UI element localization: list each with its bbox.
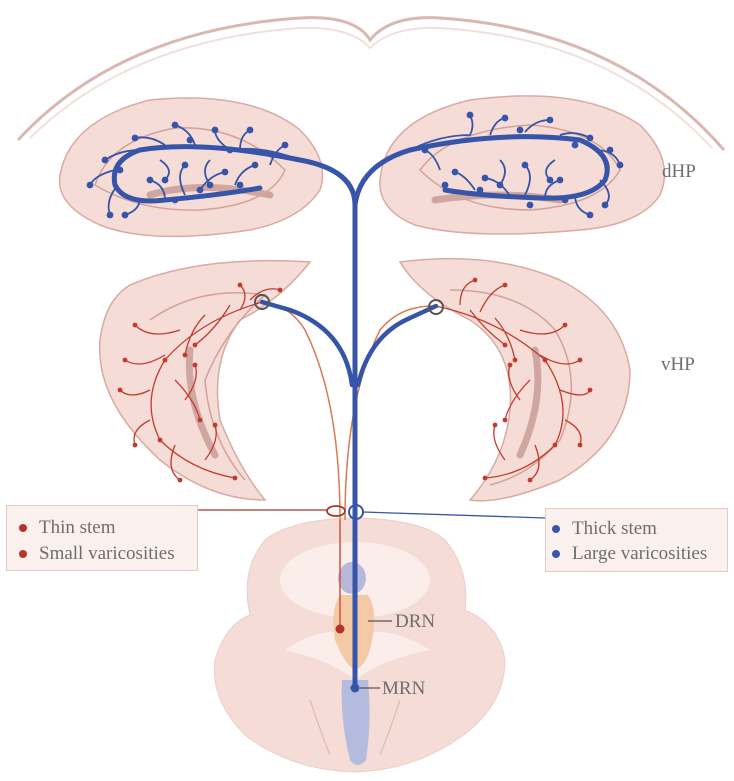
brain-outline: [16, 16, 726, 151]
legend-thin-stem: Thin stem Small varicosities: [6, 505, 198, 571]
vhp-left-red-arbor: [119, 284, 281, 481]
brainstem-section: [213, 517, 506, 773]
legend-small-varicosities-label: Small varicosities: [39, 543, 175, 564]
legend-large-varicosities-row: Large varicosities: [552, 543, 707, 565]
vhp-right-tissue: [398, 257, 631, 502]
legend-large-varicosities-label: Large varicosities: [572, 543, 708, 564]
legend-thick-stem-row: Thick stem: [552, 518, 657, 540]
legend-thin-stem-row: Thin stem: [19, 517, 116, 539]
thick-stem-terminals: [350, 683, 360, 693]
blue-dot-icon: [552, 525, 560, 533]
thick-stem-leader-line: [362, 511, 546, 519]
vhp-right-entry-ring: [428, 299, 444, 315]
vhp-label: vHP: [661, 354, 695, 375]
red-dot-icon: [19, 550, 27, 558]
legend-small-varicosities-row: Small varicosities: [19, 543, 175, 565]
vhp-left-entry-ring: [254, 294, 270, 310]
legend-thick-stem-label: Thick stem: [572, 518, 657, 539]
dhp-left-blue-varicosities: [86, 121, 289, 219]
thin-stem-ring: [326, 505, 346, 517]
drn-label: DRN: [395, 611, 436, 632]
vhp-right-red-varicosities: [472, 277, 593, 483]
dhp-left-tissue: [58, 97, 324, 238]
dhp-right-blue-varicosities: [421, 111, 624, 219]
red-dot-icon: [19, 524, 27, 532]
legend-thick-stem: Thick stem Large varicosities: [545, 508, 728, 572]
vhp-left-tissue: [98, 259, 312, 501]
vhp-right-red-arbor: [435, 279, 591, 481]
blue-dot-icon: [552, 550, 560, 558]
mrn-label: MRN: [382, 678, 426, 699]
dhp-label: dHP: [662, 161, 696, 182]
vhp-left-red-varicosities: [117, 282, 283, 483]
legend-thin-stem-label: Thin stem: [39, 517, 116, 538]
